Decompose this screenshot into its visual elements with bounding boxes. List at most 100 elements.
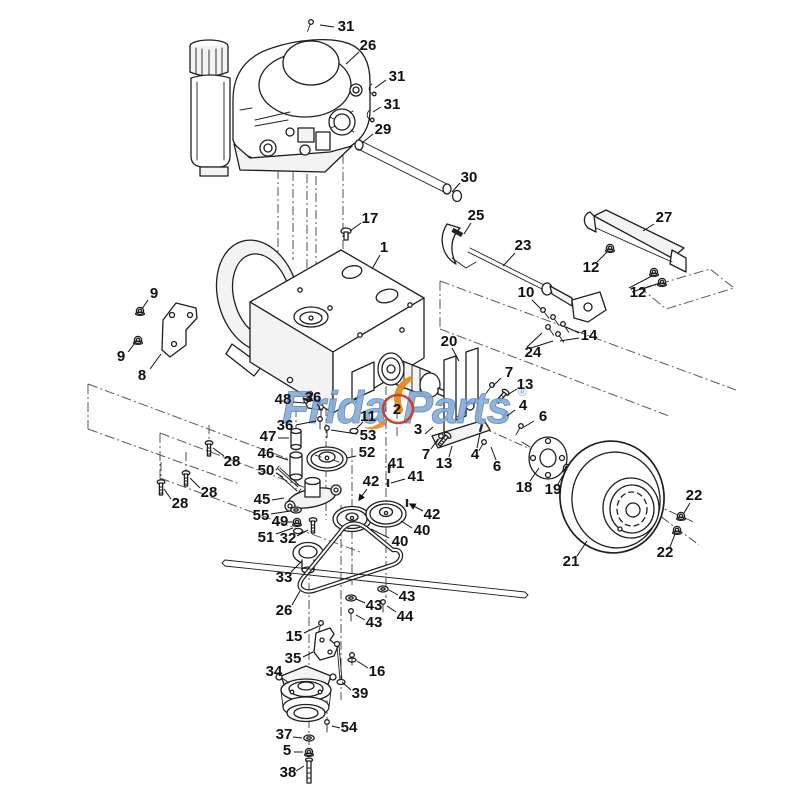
leader-line-20 bbox=[451, 347, 460, 362]
leader-line-12 bbox=[596, 251, 608, 263]
part-label-20-19: 20 bbox=[441, 333, 458, 350]
leader-line-38 bbox=[295, 765, 305, 772]
part-label-9-16: 9 bbox=[150, 285, 158, 302]
leader-line-36 bbox=[295, 420, 317, 426]
leader-line-24 bbox=[530, 340, 554, 349]
part-label-38-69: 38 bbox=[280, 764, 297, 781]
part-label-41-45: 41 bbox=[408, 468, 425, 485]
part-label-14-14: 14 bbox=[581, 327, 598, 344]
registered-mark: ® bbox=[518, 385, 527, 399]
leader-line-25 bbox=[463, 222, 472, 235]
pulley-40-right bbox=[365, 500, 407, 528]
leader-line-3 bbox=[424, 426, 434, 435]
pulley-40-left bbox=[332, 505, 372, 533]
leader-line-42 bbox=[408, 503, 424, 512]
channel-bracket-20-3 bbox=[431, 347, 491, 449]
bolt-38 bbox=[304, 757, 314, 784]
leader-line-31 bbox=[372, 106, 382, 113]
part-label-43-57: 43 bbox=[399, 588, 416, 605]
leader-line-28 bbox=[212, 447, 225, 457]
part-label-4-22: 4 bbox=[519, 397, 528, 414]
part-label-2-26: 2 bbox=[393, 401, 401, 418]
leader-line-40 bbox=[400, 520, 413, 529]
rod-cap-30 bbox=[451, 189, 463, 203]
part-label-27-9: 27 bbox=[656, 209, 673, 226]
part-label-1-7: 1 bbox=[380, 239, 388, 256]
drive-belt bbox=[297, 521, 404, 594]
leader-line-17 bbox=[349, 222, 362, 232]
leader-line-33 bbox=[290, 561, 302, 573]
leader-line-53 bbox=[330, 429, 358, 435]
part-label-31-0: 31 bbox=[338, 18, 355, 35]
leader-line-41 bbox=[390, 478, 406, 484]
part-label-35-62: 35 bbox=[285, 650, 302, 667]
part-label-26-56: 26 bbox=[276, 602, 293, 619]
watermark-brand-right: Parts bbox=[403, 382, 511, 433]
part-label-28-71: 28 bbox=[201, 484, 218, 501]
part-label-34-64: 34 bbox=[266, 663, 283, 680]
part-label-22-36: 22 bbox=[686, 487, 703, 504]
leader-line-46 bbox=[275, 455, 289, 461]
part-label-40-49: 40 bbox=[392, 533, 409, 550]
part-label-13-21: 13 bbox=[517, 376, 534, 393]
part-label-31-3: 31 bbox=[384, 96, 401, 113]
leader-line-22 bbox=[683, 502, 691, 514]
leader-line-36 bbox=[316, 403, 321, 409]
part-label-32-54: 32 bbox=[280, 530, 297, 547]
leader-line-55 bbox=[270, 510, 291, 515]
leader-line-4 bbox=[476, 432, 481, 449]
part-label-47-39: 47 bbox=[260, 428, 277, 445]
leader-line-14 bbox=[565, 326, 580, 334]
engine-base bbox=[233, 143, 353, 173]
part-label-51-53: 51 bbox=[258, 529, 275, 546]
guard-bar-27 bbox=[583, 209, 687, 288]
leader-line-12 bbox=[631, 282, 661, 293]
spindle-assembly bbox=[275, 425, 348, 535]
leader-line-19 bbox=[557, 471, 566, 485]
part-label-19-34: 19 bbox=[545, 481, 562, 498]
electric-clutch bbox=[275, 665, 337, 784]
part-label-36-38: 36 bbox=[277, 417, 294, 434]
leader-lines-layer bbox=[127, 24, 691, 772]
part-label-12-11: 12 bbox=[583, 259, 600, 276]
leader-line-48 bbox=[292, 401, 305, 404]
part-label-39-65: 39 bbox=[352, 685, 369, 702]
leader-line-21 bbox=[576, 540, 588, 557]
part-label-7-20: 7 bbox=[505, 364, 513, 381]
leader-line-9 bbox=[127, 342, 136, 353]
leader-line-42 bbox=[358, 488, 368, 502]
leader-line-22 bbox=[669, 533, 676, 548]
part-label-55-51: 55 bbox=[253, 507, 270, 524]
leader-line-7 bbox=[492, 377, 502, 387]
part-label-17-6: 17 bbox=[362, 210, 379, 227]
leader-line-41 bbox=[389, 465, 392, 469]
deck-assembly bbox=[249, 249, 425, 414]
leader-line-11 bbox=[355, 421, 364, 430]
leader-line-39 bbox=[341, 681, 352, 691]
latch-hardware-10-14-24 bbox=[539, 306, 572, 345]
leader-line-13 bbox=[448, 445, 453, 458]
idler-arm-48 bbox=[302, 397, 359, 435]
part-label-30-5: 30 bbox=[461, 169, 478, 186]
leader-line-8 bbox=[149, 353, 162, 370]
part-label-18-33: 18 bbox=[516, 479, 533, 496]
leader-line-10 bbox=[531, 299, 542, 310]
part-label-28-70: 28 bbox=[224, 453, 241, 470]
part-label-43-58: 43 bbox=[366, 597, 383, 614]
leader-line-43 bbox=[355, 598, 366, 604]
idler-pulleys bbox=[292, 465, 409, 574]
wheel-tire bbox=[559, 440, 687, 554]
leader-line-26 bbox=[291, 590, 301, 606]
mounting-bracket-8 bbox=[161, 302, 198, 358]
part-label-53-40: 53 bbox=[360, 427, 377, 444]
leader-line-34 bbox=[281, 677, 290, 684]
highlight-circle bbox=[381, 393, 415, 425]
handle-rod-assembly bbox=[441, 223, 607, 323]
leader-line-1 bbox=[371, 254, 381, 270]
part-label-36-25: 36 bbox=[305, 389, 322, 406]
part-label-16-63: 16 bbox=[369, 663, 386, 680]
part-label-40-48: 40 bbox=[414, 522, 431, 539]
